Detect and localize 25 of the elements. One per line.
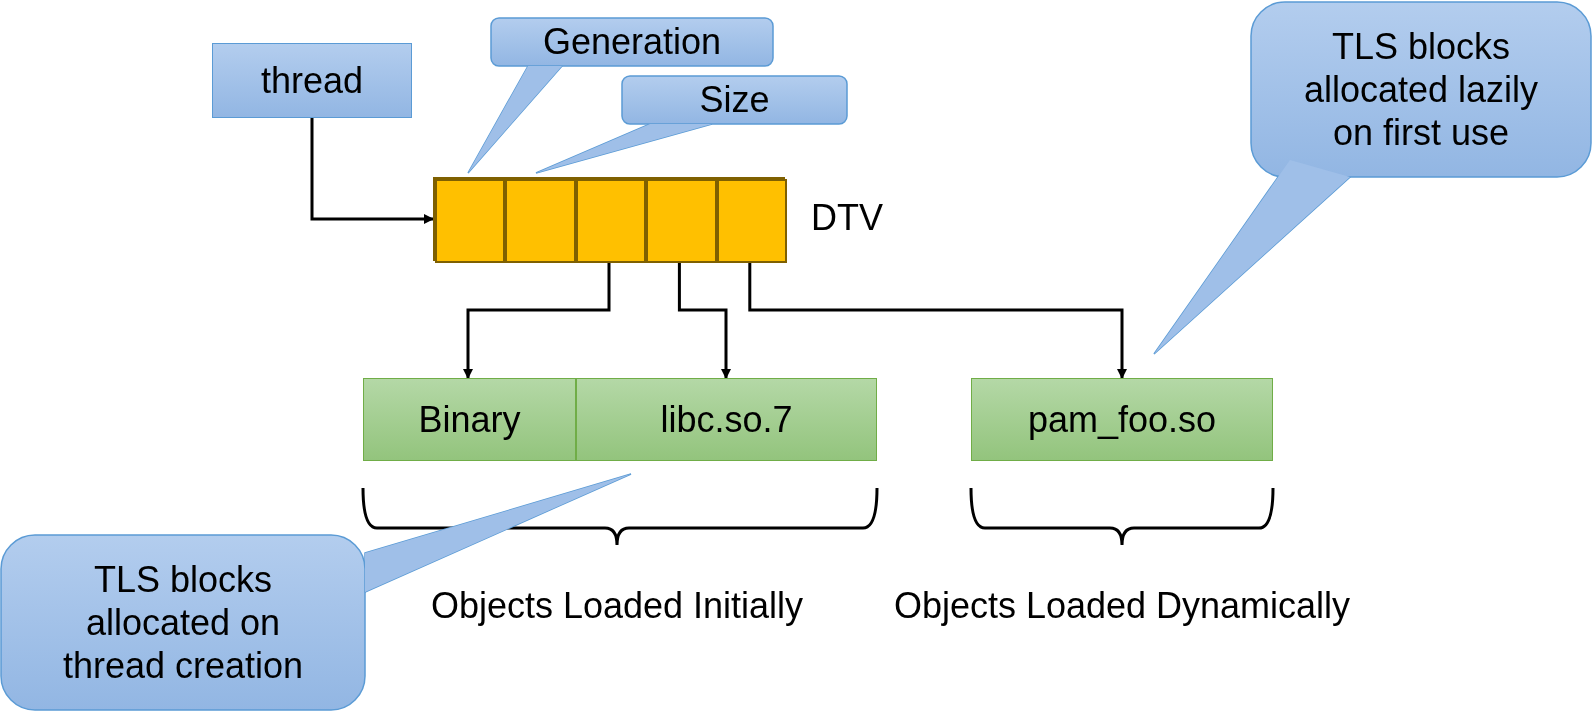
- array-label: DTV: [811, 197, 883, 239]
- module-block: [363, 378, 576, 461]
- group-label: Objects Loaded Initially: [430, 585, 804, 627]
- node-text: libc.so.7: [660, 397, 793, 442]
- module-block: [576, 378, 877, 461]
- label-box: [212, 43, 412, 118]
- callout-text: TLS blocks allocated lazily on first use: [1302, 24, 1540, 155]
- arrow: [748, 261, 1127, 379]
- callout-text: Generation: [542, 20, 722, 64]
- dtv-slot: [435, 179, 506, 263]
- dtv-slot: [716, 179, 787, 263]
- arrow: [310, 118, 434, 224]
- arrow: [463, 261, 611, 379]
- dtv-array: [433, 177, 785, 261]
- node-text: Binary: [418, 397, 521, 442]
- group-label: Objects Loaded Dynamically: [893, 585, 1351, 627]
- arrow: [677, 261, 731, 379]
- dtv-slot: [575, 179, 647, 263]
- node-text: thread: [260, 58, 364, 103]
- node-text: pam_foo.so: [1027, 397, 1217, 442]
- callout-text: TLS blocks allocated on thread creation: [61, 557, 305, 688]
- callout-text: Size: [699, 78, 770, 122]
- module-block: [971, 378, 1273, 461]
- dtv-slot: [505, 179, 576, 263]
- dtv-slot: [646, 179, 717, 263]
